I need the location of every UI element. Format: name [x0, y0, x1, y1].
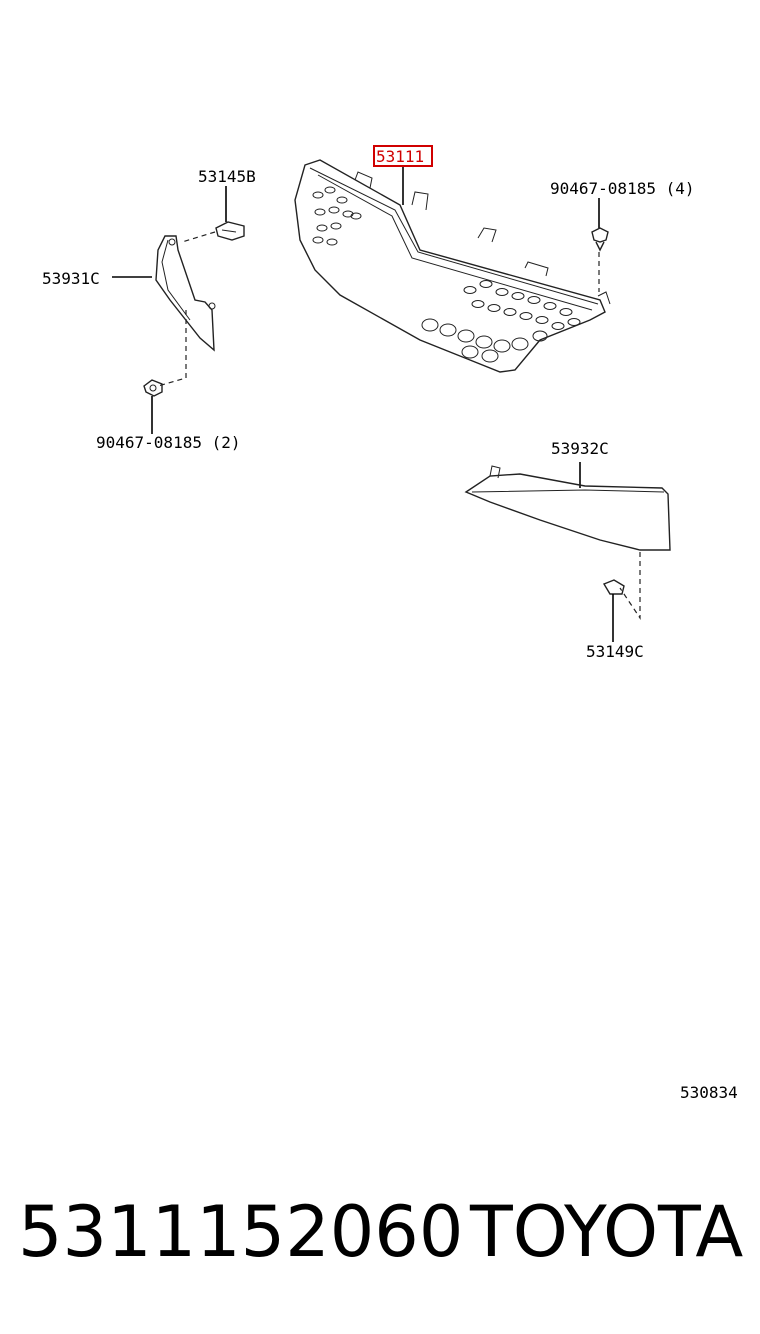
- screw-right: [591, 227, 609, 252]
- grille-label-highlight: [373, 145, 433, 167]
- clip-53149c: [602, 579, 625, 595]
- dash-clip-to-molding: [181, 231, 216, 243]
- right-molding: [464, 465, 671, 551]
- radiator-grille: [294, 159, 611, 373]
- dash-molding-to-screw: [157, 310, 187, 387]
- label-clip-bottom-right: 53149C: [586, 642, 644, 661]
- label-screw-right: 90467-08185 (4): [550, 179, 695, 198]
- dash-molding-to-clip: [619, 552, 641, 620]
- label-screw-left: 90467-08185 (2): [96, 433, 241, 452]
- label-left-molding: 53931C: [42, 269, 100, 288]
- label-clip-top-left: 53145B: [198, 167, 256, 186]
- label-right-molding: 53932C: [551, 439, 609, 458]
- part-number: 5311152060: [18, 1191, 463, 1273]
- label-grille: 53111: [376, 147, 424, 166]
- figure-code: 530834: [680, 1083, 738, 1102]
- clip-53145b: [215, 221, 245, 241]
- brand: TOYOTA: [469, 1191, 743, 1273]
- screw-left: [143, 379, 163, 397]
- left-molding: [155, 235, 216, 352]
